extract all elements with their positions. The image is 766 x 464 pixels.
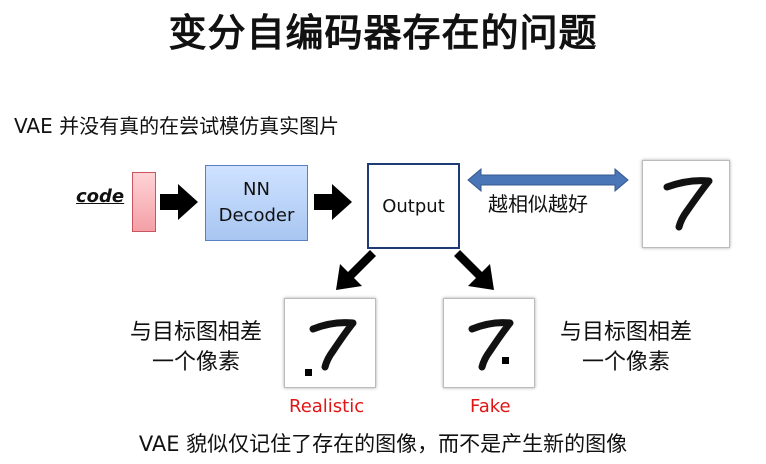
- realistic-digit-image: [284, 298, 376, 388]
- arrow-right-icon: [314, 184, 352, 220]
- nn-decoder-box: NN Decoder: [205, 165, 308, 241]
- arrow-down-right-icon: [454, 250, 494, 290]
- output-label: Output: [382, 195, 445, 217]
- fake-digit-image: [443, 298, 535, 388]
- compare-left-line2: 一个像素: [151, 350, 240, 375]
- page-title: 变分自编码器存在的问题: [168, 11, 598, 55]
- decoder-line1: NN: [243, 179, 270, 200]
- arrow-down-left-icon: [336, 250, 376, 290]
- output-box: Output: [367, 163, 460, 249]
- code-vector: [132, 172, 156, 232]
- compare-right-text: 与目标图相差 一个像素: [548, 318, 704, 378]
- compare-left-text: 与目标图相差 一个像素: [118, 318, 274, 378]
- compare-right-line2: 一个像素: [581, 350, 670, 375]
- arrow-right-icon: [160, 184, 198, 220]
- realistic-label: Realistic: [289, 396, 365, 417]
- compare-right-line1: 与目标图相差: [559, 320, 692, 345]
- subtitle: VAE 并没有真的在尝试模仿真实图片: [14, 114, 340, 138]
- code-label: code: [76, 186, 125, 207]
- target-digit-image: [642, 160, 730, 248]
- double-arrow-icon: [467, 168, 629, 192]
- decoder-line2: Decoder: [218, 205, 295, 226]
- fake-label: Fake: [470, 396, 511, 417]
- similarity-text: 越相似越好: [488, 192, 588, 216]
- compare-left-line1: 与目标图相差: [129, 320, 262, 345]
- conclusion-text: VAE 貌似仅记住了存在的图像，而不是产生新的图像: [138, 432, 628, 456]
